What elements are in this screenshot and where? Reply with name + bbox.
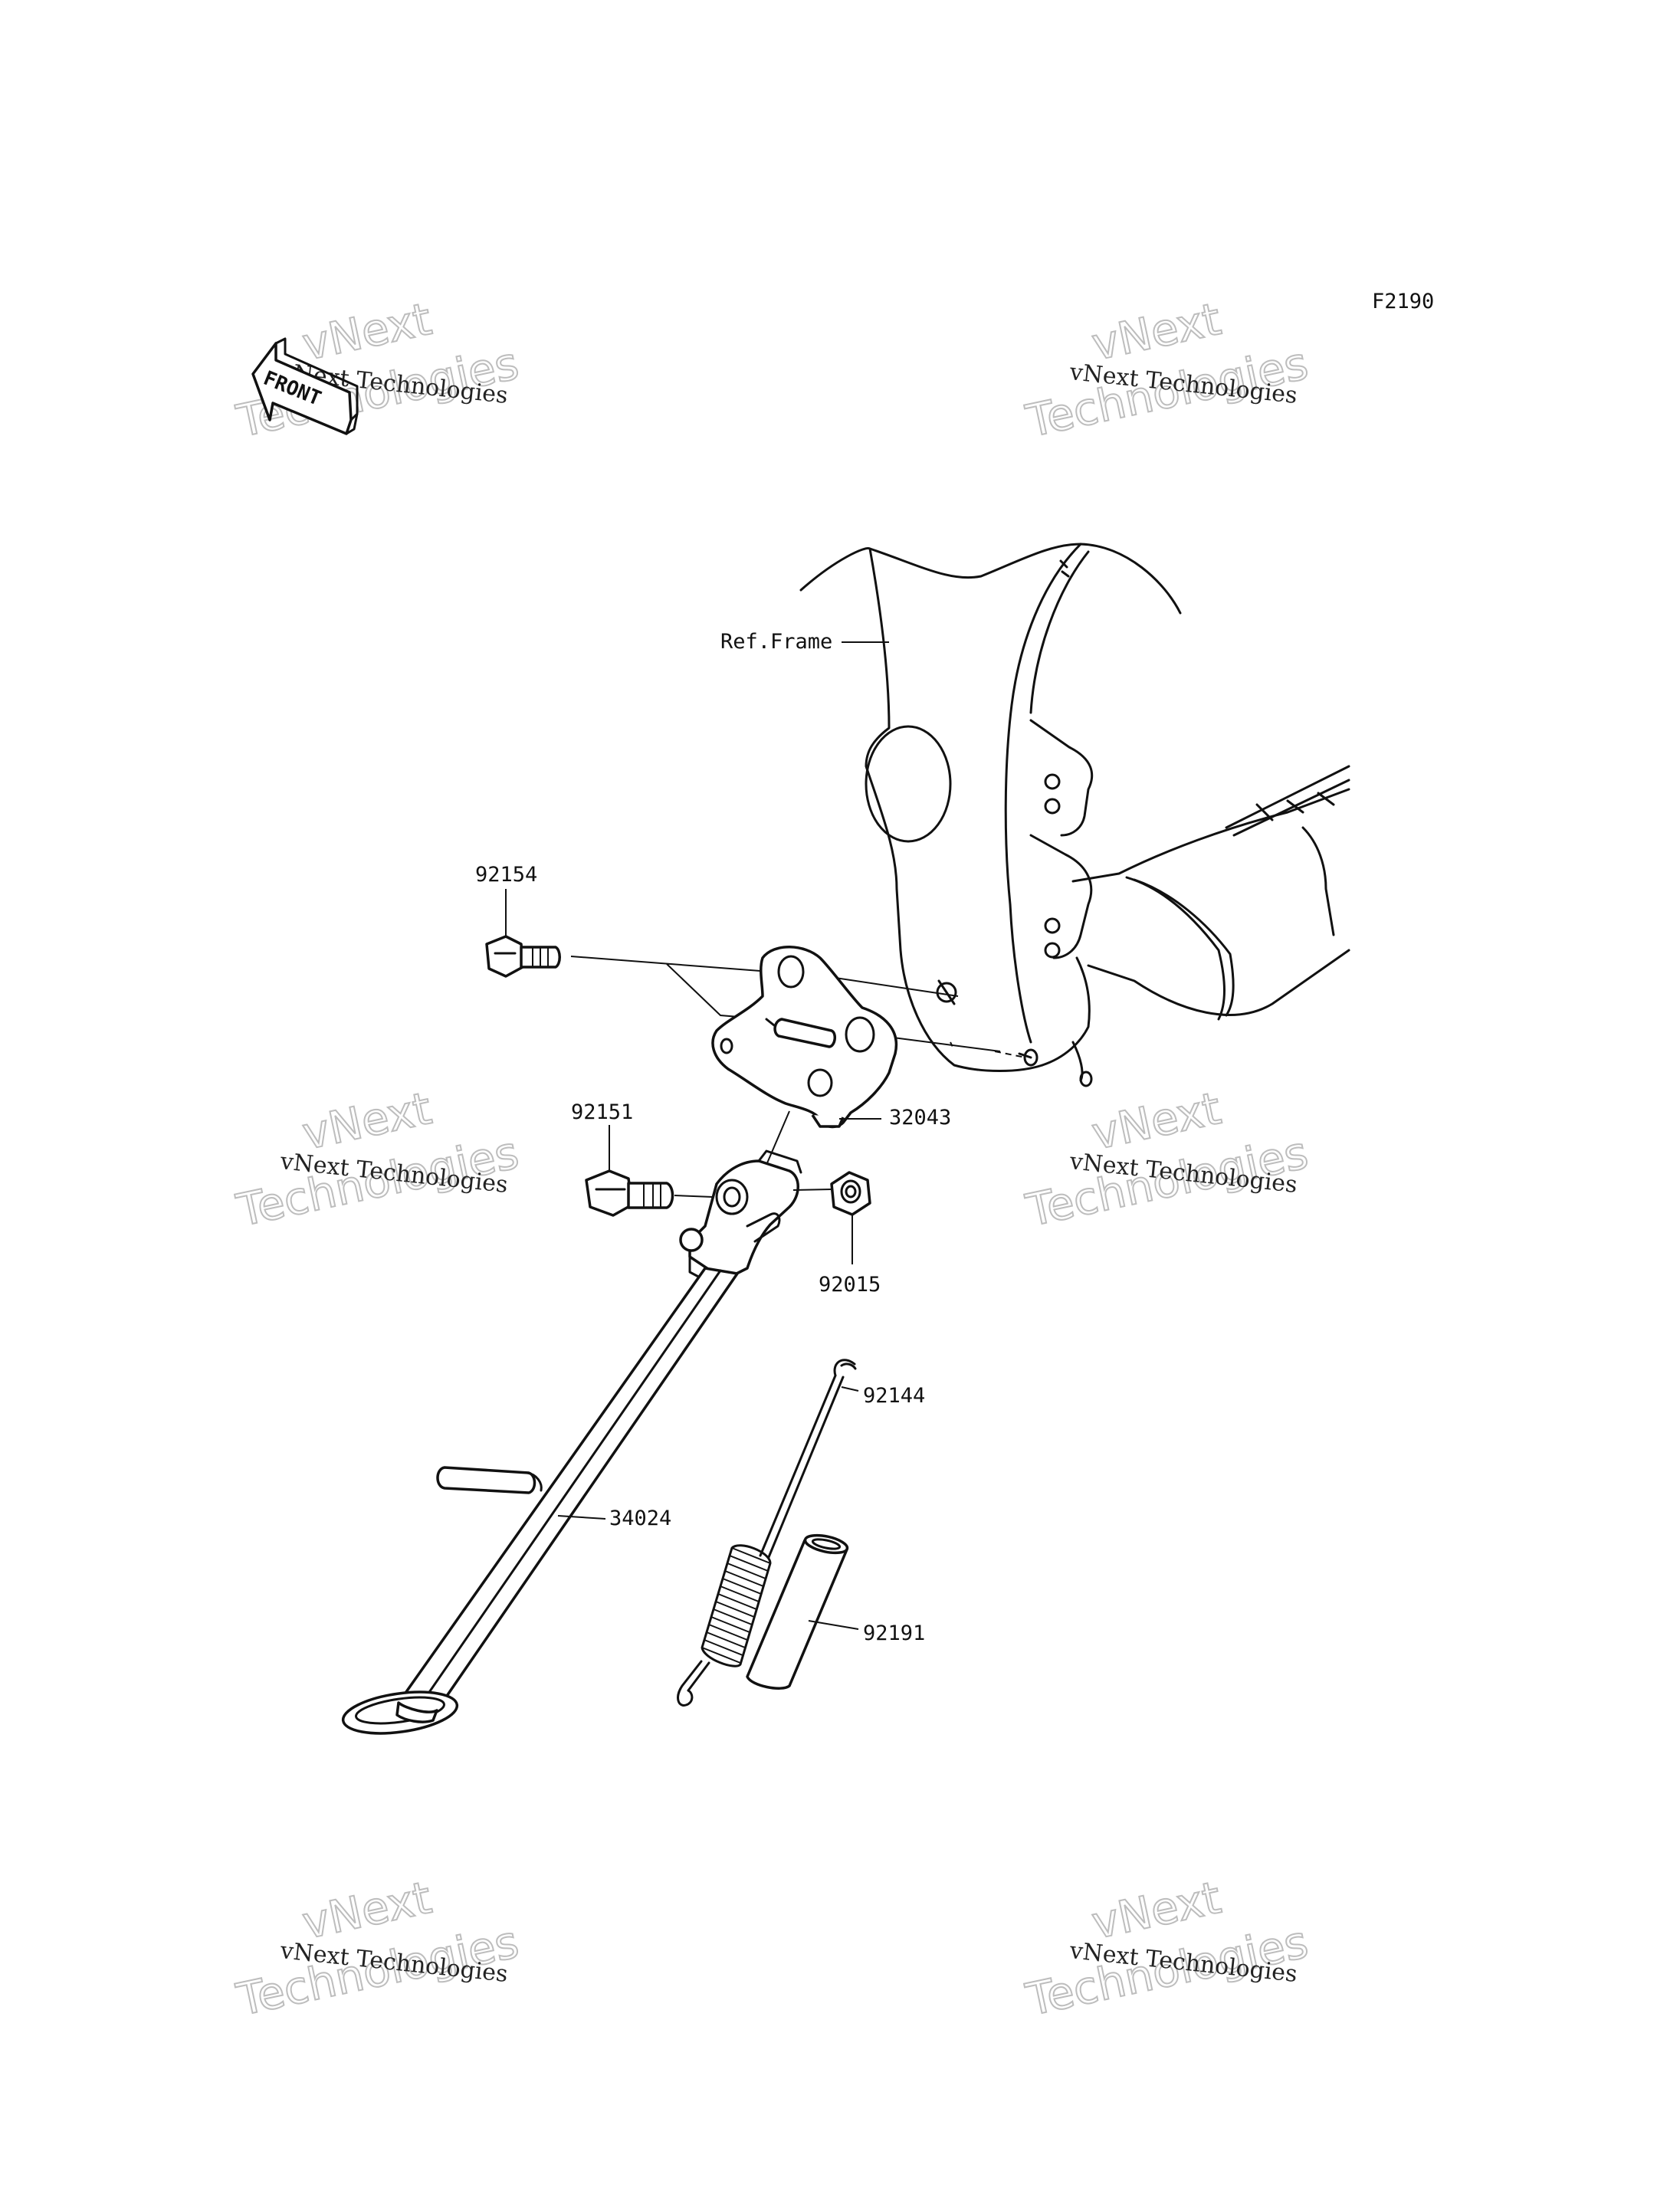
leader-nut-stand: [792, 1189, 832, 1191]
leader-bracket-stand: [766, 1110, 790, 1166]
label-92015: 92015: [819, 1273, 881, 1297]
bracket-32043-icon: [711, 946, 898, 1129]
spring-92144-icon: [677, 1359, 859, 1707]
leader-92151: [674, 1195, 714, 1198]
label-92144: 92144: [863, 1384, 925, 1408]
watermark-bottom-right: vNext Technologies vNext Technologies: [1021, 1871, 1314, 2027]
label-34024: 34024: [609, 1507, 671, 1530]
side-stand-34024-icon: [341, 1149, 802, 1735]
nut-92015-icon: [830, 1171, 871, 1264]
label-32043: 32043: [889, 1106, 951, 1130]
bolt-92151-icon: [585, 1125, 674, 1217]
bolt-flanged-92154-icon: [485, 889, 561, 978]
watermark-middle-right: vNext Technologies vNext Technologies: [1021, 1081, 1314, 1238]
watermark-middle-left: vNext Technologies vNext Technologies: [231, 1081, 524, 1238]
watermark-top-right: vNext Technologies vNext Technologies: [1021, 292, 1314, 448]
label-92154: 92154: [475, 863, 537, 887]
leader-34024: [557, 1515, 606, 1520]
watermark-bottom-left: vNext Technologies vNext Technologies: [231, 1871, 524, 2027]
sleeve-92191-icon: [746, 1533, 859, 1690]
frame-drawing: [799, 543, 1350, 1087]
leader-92154: [570, 956, 771, 1020]
ref-frame-label: Ref.Frame: [720, 630, 832, 654]
label-92191: 92191: [863, 1622, 925, 1645]
label-92151: 92151: [571, 1100, 633, 1124]
diagram-code: F2190: [1372, 290, 1434, 313]
